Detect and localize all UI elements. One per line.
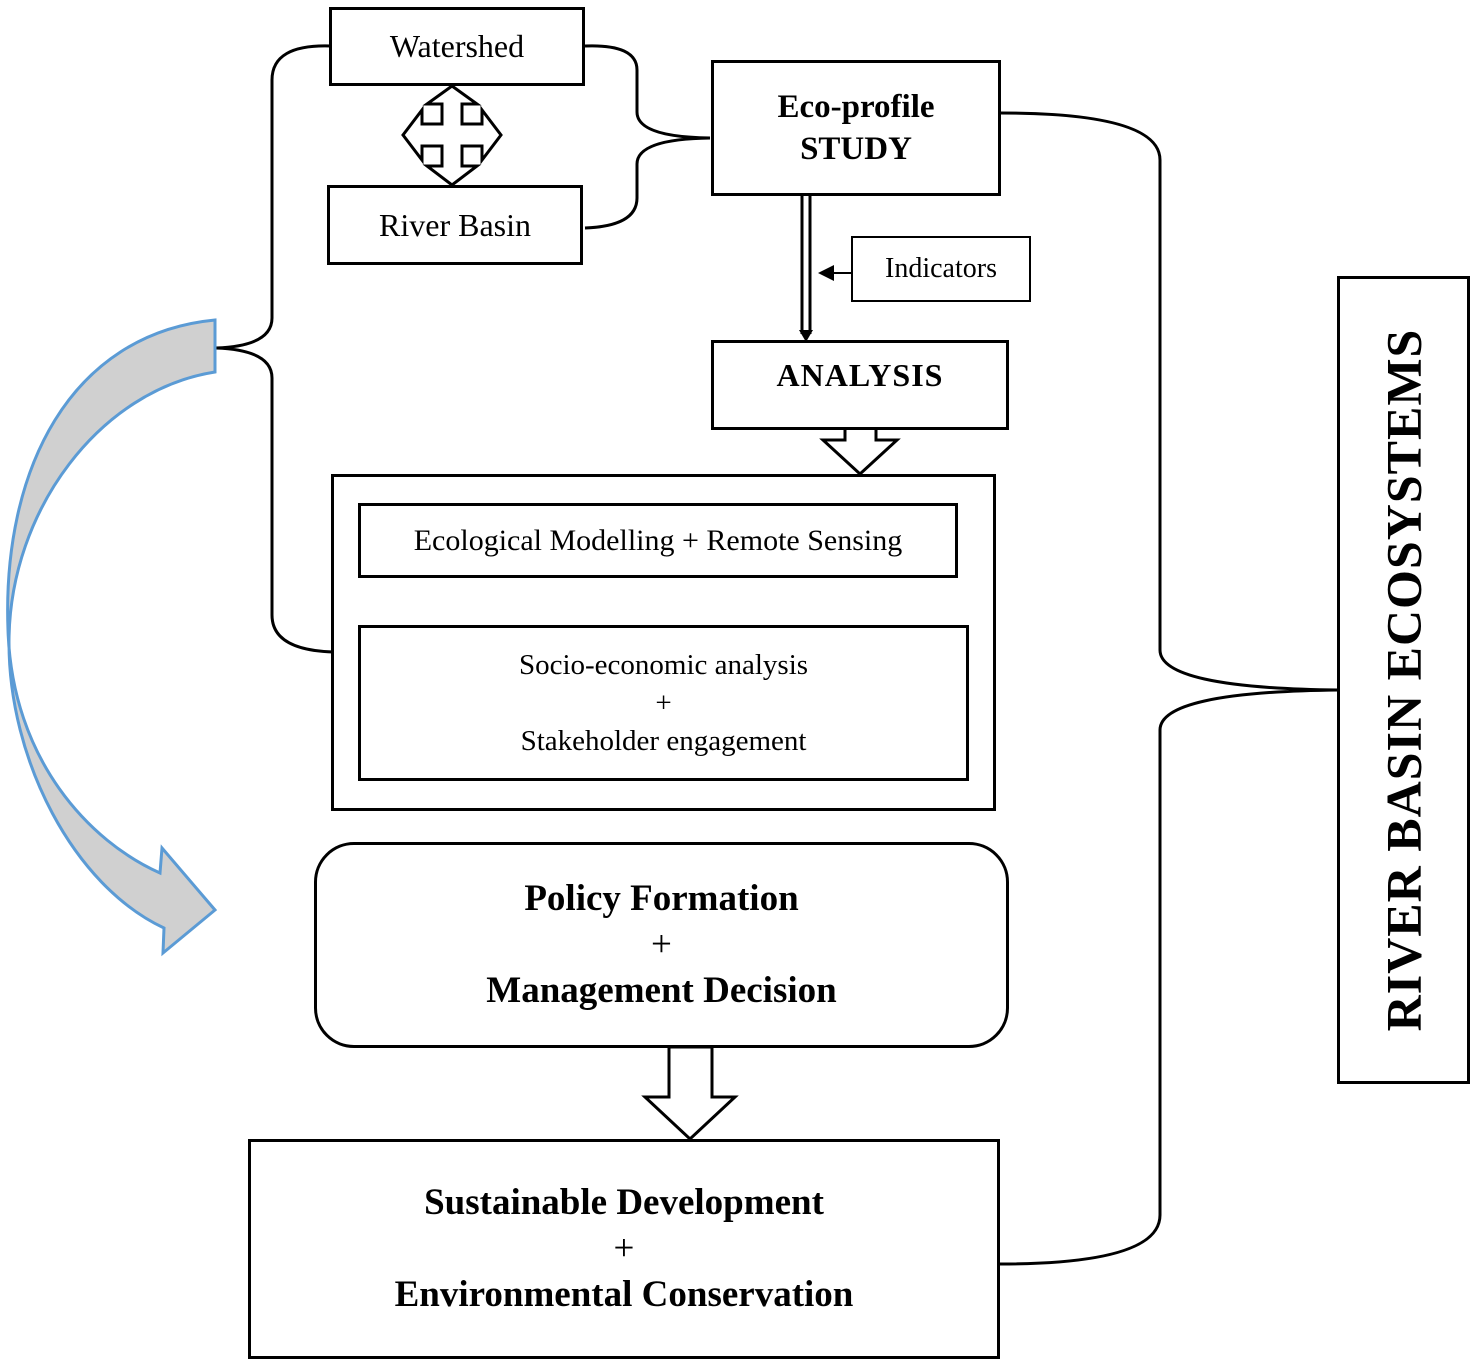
four-way-arrow-icon	[401, 84, 503, 187]
socio-economic-box: Socio-economic analysis + Stakeholder en…	[358, 625, 969, 781]
brace-watershed-riverbasin	[584, 44, 711, 230]
indicators-arrow	[818, 265, 852, 281]
socio-plus: +	[655, 687, 672, 719]
indicators-box: Indicators	[851, 236, 1031, 302]
brace-left	[215, 44, 334, 654]
ecological-modelling-label: Ecological Modelling + Remote Sensing	[413, 523, 903, 557]
ecological-modelling-box: Ecological Modelling + Remote Sensing	[358, 503, 958, 578]
policy-line2: Management Decision	[486, 970, 837, 1011]
sustainable-box: Sustainable Development + Environmental …	[248, 1139, 1000, 1359]
eco-profile-study-box: Eco-profile STUDY	[711, 60, 1001, 196]
eco-profile-line2: STUDY	[800, 131, 912, 167]
policy-line1: Policy Formation	[524, 878, 799, 919]
sustainable-line1: Sustainable Development	[424, 1182, 824, 1223]
policy-box: Policy Formation + Management Decision	[314, 842, 1009, 1048]
socio-line1: Socio-economic analysis	[518, 649, 809, 681]
analysis-label: ANALYSIS	[776, 357, 944, 393]
river-basin-box: River Basin	[327, 185, 583, 265]
sustainable-plus: +	[613, 1228, 635, 1269]
river-basin-ecosystems-box: RIVER BASIN ECOSYSTEMS	[1337, 276, 1470, 1084]
block-arrow-policy-down	[641, 1045, 739, 1142]
analysis-box: ANALYSIS	[711, 340, 1009, 430]
sustainable-line2: Environmental Conservation	[394, 1274, 854, 1315]
watershed-label: Watershed	[389, 28, 525, 64]
double-line-arrow-down	[799, 196, 813, 342]
indicators-label: Indicators	[885, 253, 997, 284]
policy-plus: +	[651, 924, 672, 965]
socio-line2: Stakeholder engagement	[520, 725, 807, 757]
watershed-box: Watershed	[329, 7, 585, 86]
river-basin-label: River Basin	[379, 206, 531, 243]
eco-profile-line1: Eco-profile	[777, 89, 935, 125]
block-arrow-analysis-down	[819, 426, 901, 477]
brace-right	[999, 111, 1339, 1266]
river-basin-ecosystems-label: RIVER BASIN ECOSYSTEMS	[1375, 328, 1432, 1032]
curved-feedback-arrow	[6, 318, 218, 957]
